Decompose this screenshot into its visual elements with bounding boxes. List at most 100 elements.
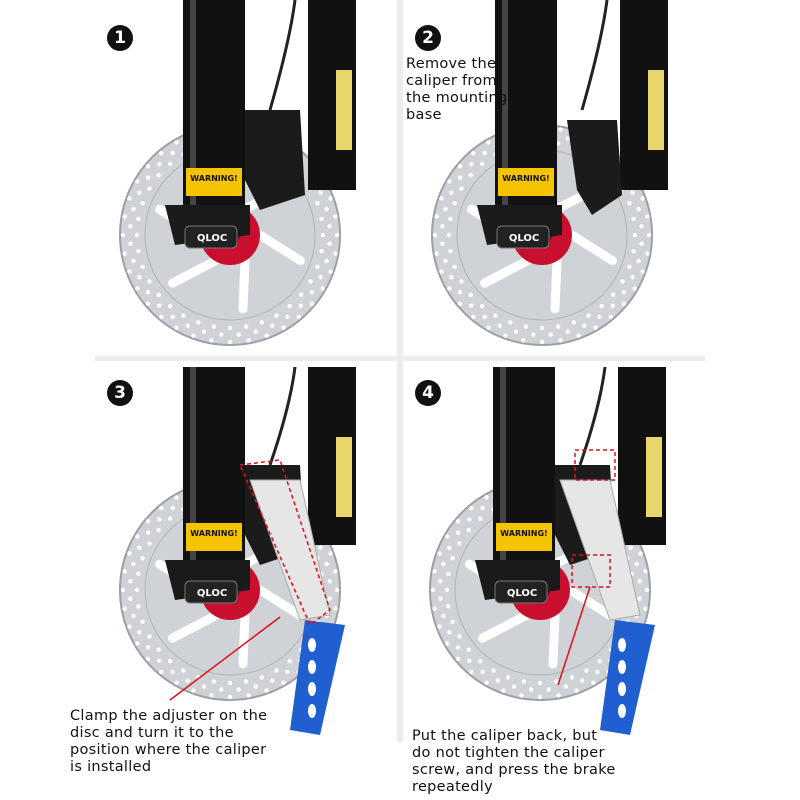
disc-hole (630, 190, 635, 195)
disc-hole (264, 688, 269, 693)
disc-hole (471, 314, 476, 320)
step-4-caption: Put the caliper back, but do not tighten… (412, 728, 616, 795)
disc-hole (174, 495, 179, 500)
brake-hose (580, 0, 609, 111)
disc-hole (270, 323, 275, 328)
disc-hole (434, 251, 439, 256)
disc-hole (628, 545, 633, 550)
disc-hole (439, 196, 444, 201)
disc-hole (131, 206, 136, 212)
disc-hole (447, 286, 452, 291)
disc-hole (467, 517, 472, 522)
warning-label-text: WARNING! (500, 529, 547, 538)
disc-hole (318, 275, 323, 280)
disc-hole (259, 320, 265, 325)
disc-hole (523, 324, 529, 329)
disc-spoke-cutout (565, 585, 615, 621)
disc-hole (219, 687, 224, 692)
disc-hole (507, 320, 513, 325)
disc-hole (122, 606, 127, 611)
disc-hole (556, 693, 561, 698)
fork-highlight (190, 0, 196, 225)
qloc-text: QLOC (197, 588, 227, 599)
disc-hole (455, 645, 461, 650)
disc-hole (195, 320, 201, 325)
disc-hole (185, 323, 190, 328)
step-2-caption: Remove the caliper from the mounting bas… (406, 56, 508, 123)
disc-hole (571, 320, 577, 325)
disc-hole (580, 678, 585, 683)
disc-hole (334, 232, 340, 238)
disc-spoke-cutout (480, 256, 532, 288)
disc-hole (127, 269, 132, 274)
disc-hole (584, 668, 589, 673)
disc-hole (328, 269, 333, 274)
disc-hole (480, 161, 485, 166)
disc-hole (441, 561, 446, 567)
disc-hole (439, 269, 444, 274)
disc-hole (448, 248, 453, 254)
disc-hole (446, 603, 451, 609)
disc-hole (493, 313, 498, 318)
disc-hole (519, 693, 524, 698)
disc-hole (140, 200, 145, 206)
disc-hole (308, 279, 313, 284)
brake-hose (578, 366, 607, 466)
disc-hole (318, 190, 323, 195)
disc-hole (466, 528, 471, 533)
qloc-lever (496, 225, 550, 249)
alignment-adjuster-tool (600, 620, 655, 735)
disc-hole (147, 541, 152, 546)
disc-hole (644, 587, 650, 593)
disc-hole (599, 304, 604, 309)
disc-hole (185, 678, 190, 683)
disc-hole (558, 338, 563, 343)
disc-hole (264, 333, 269, 338)
fork-sticker (646, 437, 662, 517)
disc-hole (157, 658, 162, 663)
disc-hole (513, 329, 519, 334)
disc-hole (539, 325, 545, 331)
disc-hole (574, 688, 579, 693)
fork-sticker (336, 70, 352, 150)
disc-hole (309, 301, 315, 306)
disc-hole (480, 669, 485, 675)
disc-hole (209, 338, 214, 343)
disc-hole (446, 571, 451, 577)
disc-hole (246, 693, 251, 698)
disc-hole (211, 679, 217, 684)
disc-hole (595, 669, 600, 675)
disc-hole (632, 232, 638, 238)
disc-hole (145, 175, 151, 180)
disc-hole (246, 338, 251, 343)
disc-hole (298, 303, 303, 308)
disc-hole (227, 694, 233, 700)
disc-hole (174, 680, 179, 685)
disc-hole (452, 200, 457, 206)
disc-hole (643, 569, 648, 574)
disc-spoke-cutout (168, 611, 220, 643)
disc-hole (466, 647, 471, 652)
disc-hole (645, 214, 650, 219)
brake-hose (268, 366, 297, 466)
disc-hole (548, 332, 553, 337)
disc-hole (449, 190, 454, 195)
warning-label (496, 523, 552, 551)
disc-hole (120, 587, 126, 593)
disc-hole (145, 519, 151, 524)
disc-hole (201, 684, 207, 689)
disc-hole (156, 647, 161, 652)
disc-spoke-cutout (238, 256, 250, 314)
disc-hole (324, 258, 329, 264)
disc-hole (455, 656, 461, 661)
disc-hole (478, 516, 483, 521)
disc-hole (135, 179, 140, 184)
disc-hole (482, 314, 487, 320)
disc-hole (537, 694, 543, 700)
disc-hole (441, 613, 446, 619)
disc-hole (157, 162, 162, 167)
disc-hole (497, 323, 502, 328)
disc-hole (432, 606, 437, 611)
disc-hole (137, 630, 142, 635)
disc-hole (227, 325, 233, 331)
